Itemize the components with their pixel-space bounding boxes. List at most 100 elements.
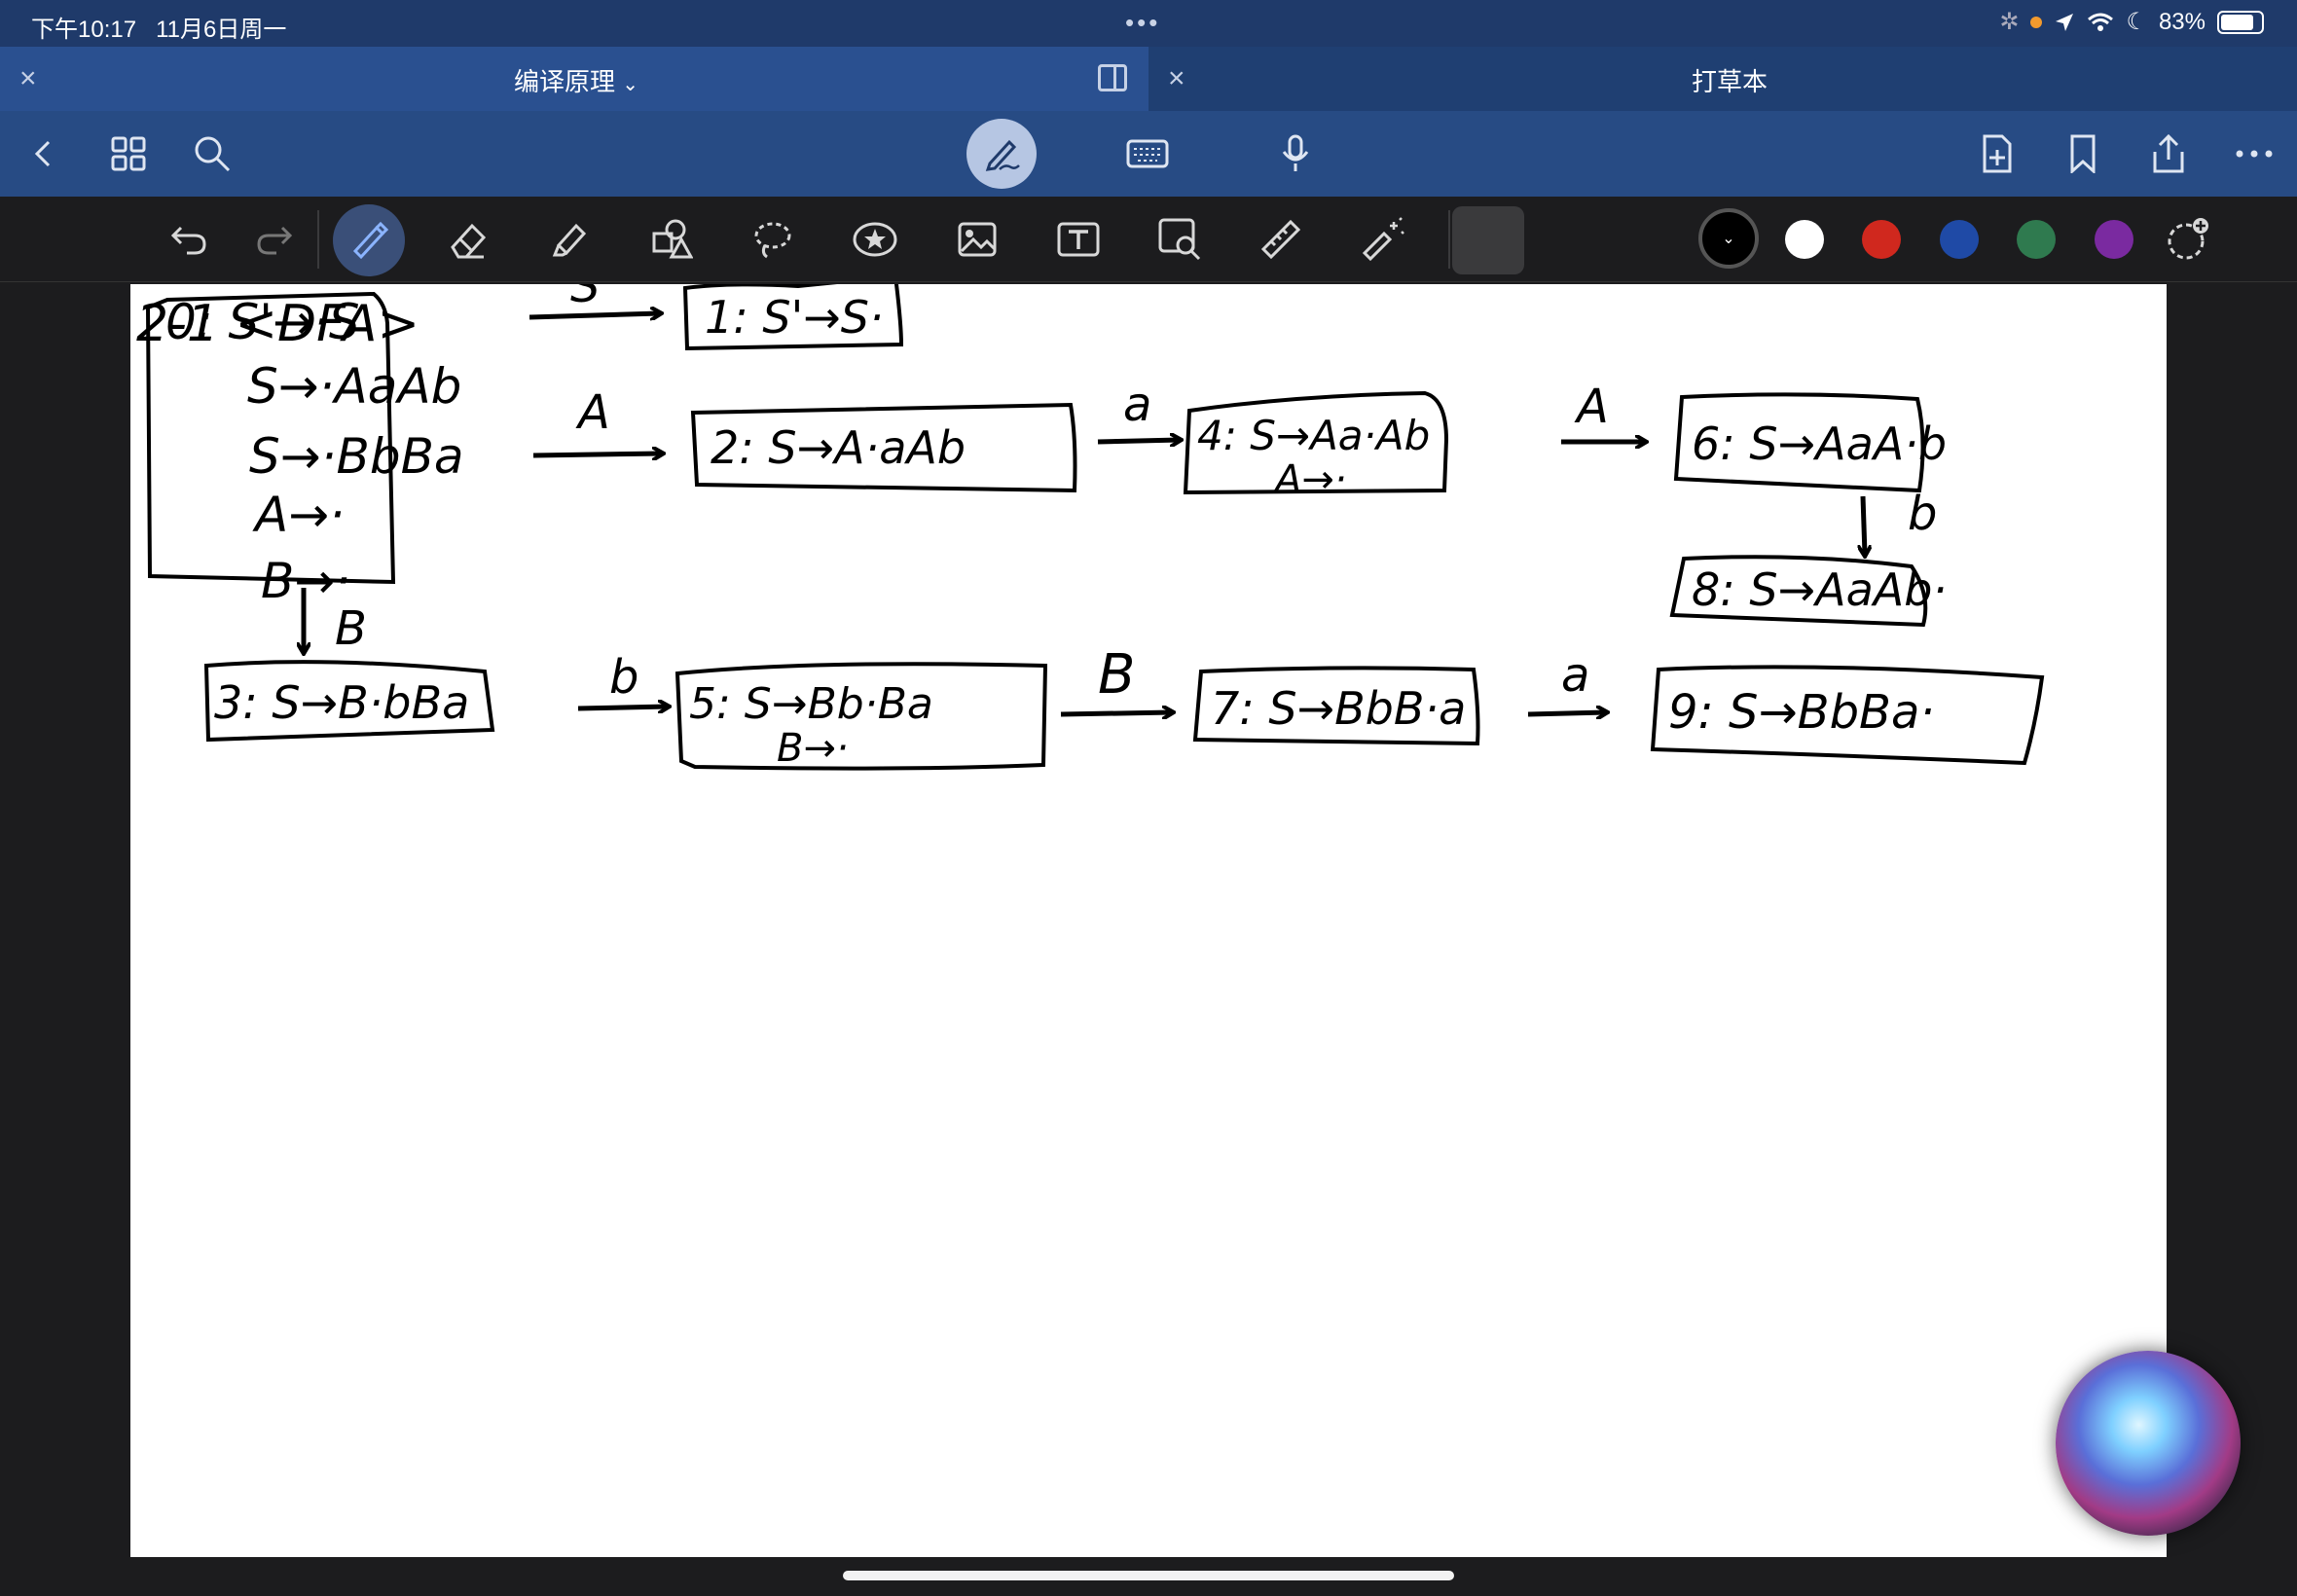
toolbar-divider [317,210,319,269]
battery-fill [2221,14,2254,30]
state-4-item: 4: S→Aa·Ab [1197,412,1430,459]
transition-label: a [1123,378,1151,432]
home-indicator[interactable] [843,1571,1454,1580]
state-0-item: S→·AaAb [247,358,461,415]
state-1-item: 1: S'→S· [705,291,884,344]
state-box-4 [1183,390,1449,495]
search-icon[interactable] [191,132,234,175]
transition-arrow [1863,495,1865,555]
transition-label: b [609,650,638,705]
transition-arrow [1527,712,1606,714]
highlighter-icon[interactable] [547,216,594,263]
nav-bar [0,111,2297,197]
state-8-item: 8: S→AaAb· [1692,563,1947,616]
image-search-icon[interactable] [1156,216,1203,263]
date: 11月6日周一 [156,17,287,43]
add-page-icon[interactable] [1976,132,2019,175]
state-5-item: 5: S→Bb·Ba [689,679,933,729]
siri-orb[interactable] [2056,1351,2241,1536]
wifi-icon [2088,13,2114,31]
time: 下午10:17 [31,17,137,43]
close-tab-icon[interactable]: × [19,62,37,94]
note-heading: 2-1 <DFA> [136,295,419,353]
back-icon[interactable] [21,132,64,175]
grid-icon[interactable] [107,132,150,175]
color-swatch-purple[interactable] [2095,220,2133,259]
share-icon[interactable] [2147,132,2190,175]
lasso-icon[interactable] [749,216,796,263]
state-6-item: 6: S→AaA·b [1692,417,1947,470]
transition-arrow [532,453,662,455]
state-box-7 [1192,666,1480,746]
transition-arrow [529,313,660,317]
tab-label: 编译原理 [514,67,616,96]
chevron-down-icon: ⌄ [622,74,639,95]
microphone-icon[interactable] [1274,132,1317,175]
color-swatch-white[interactable] [1785,220,1824,259]
redo-icon[interactable] [251,216,298,263]
transition-label: S [570,284,600,313]
state-box-6 [1673,392,1925,493]
transition-arrow [1097,440,1180,442]
status-bar: 下午10:17 11月6日周一 ••• ✲ ☾ 83% [0,0,2297,47]
color-swatch-red[interactable] [1862,220,1901,259]
bookmark-icon[interactable] [2061,132,2104,175]
eraser-icon[interactable] [445,216,492,263]
state-0-item: A→· [252,487,345,543]
elements-sticker-icon[interactable] [852,216,898,263]
battery-percent: 83% [2158,8,2206,35]
transition-label: b [1908,487,1937,541]
keyboard-icon[interactable] [1126,132,1169,175]
status-indicators: ✲ ☾ 83% [1999,8,2264,36]
shapes-icon[interactable] [648,216,695,263]
battery-icon [2217,10,2264,34]
image-icon[interactable] [954,216,1001,263]
tab-label: 打草本 [1692,67,1768,96]
multitasking-dots-icon[interactable]: ••• [1125,8,1161,37]
status-time: 下午10:17 11月6日周一 [31,10,286,44]
pen-mode-button[interactable] [966,119,1037,189]
transition-arrow [577,707,668,708]
undo-icon[interactable] [165,216,212,263]
color-swatch-blue[interactable] [1940,220,1979,259]
text-box-icon[interactable] [1055,216,1102,263]
add-color-icon[interactable] [2165,216,2211,263]
transition-label: A [575,385,610,440]
color-swatch-black-selected[interactable]: ⌄ [1698,208,1759,269]
state-box-5 [675,662,1048,771]
state-7-item: 7: S→BbB·a [1211,682,1466,735]
state-4-item: A→· [1272,457,1347,502]
transition-label: B [1098,643,1135,707]
more-icon[interactable] [2233,132,2276,175]
tab-bar: × 编译原理 ⌄ × 打草本 [0,47,2297,111]
pen-tool-icon[interactable] [346,216,392,263]
mic-in-use-dot-icon [2030,16,2043,28]
transition-label: a [1561,648,1589,703]
color-swatch-green[interactable] [2017,220,2056,259]
tab-title-left[interactable]: 编译原理 ⌄ [514,62,638,98]
transition-label: A [1574,380,1609,434]
brightness-icon: ✲ [1999,9,2020,35]
state-5-item: B→· [777,726,849,771]
location-icon [2056,13,2074,31]
note-page[interactable]: 2-1 <DFA> 0: S'→·S S→·AaAb S→·BbBa A→· B… [130,284,2167,1557]
state-box-3 [203,660,495,743]
state-2-item: 2: S→A·aAb [711,421,966,474]
tab-compiler[interactable]: × 编译原理 ⌄ [0,47,1148,111]
stroke-width-thin-selected[interactable] [1452,206,1524,274]
toolbar-divider [1448,210,1450,269]
laser-pointer-icon[interactable] [1359,216,1405,263]
state-3-item: 3: S→B·bBa [214,676,469,729]
pen-icon [985,139,1020,171]
ruler-icon[interactable] [1258,216,1304,263]
selected-tool-background [333,204,405,276]
close-tab-icon[interactable]: × [1168,62,1185,94]
tab-scratch[interactable]: × 打草本 [1148,47,2297,111]
split-view-icon[interactable] [1098,64,1127,91]
handwritten-dfa-diagram: 2-1 <DFA> 0: S'→·S S→·AaAb S→·BbBa A→· B… [136,284,2045,771]
state-box-8 [1669,555,1928,628]
transition-label: B [335,601,367,656]
state-box-0 [145,291,396,585]
state-0-item: 0: S'→·S [165,294,360,350]
state-box-2 [690,402,1077,493]
